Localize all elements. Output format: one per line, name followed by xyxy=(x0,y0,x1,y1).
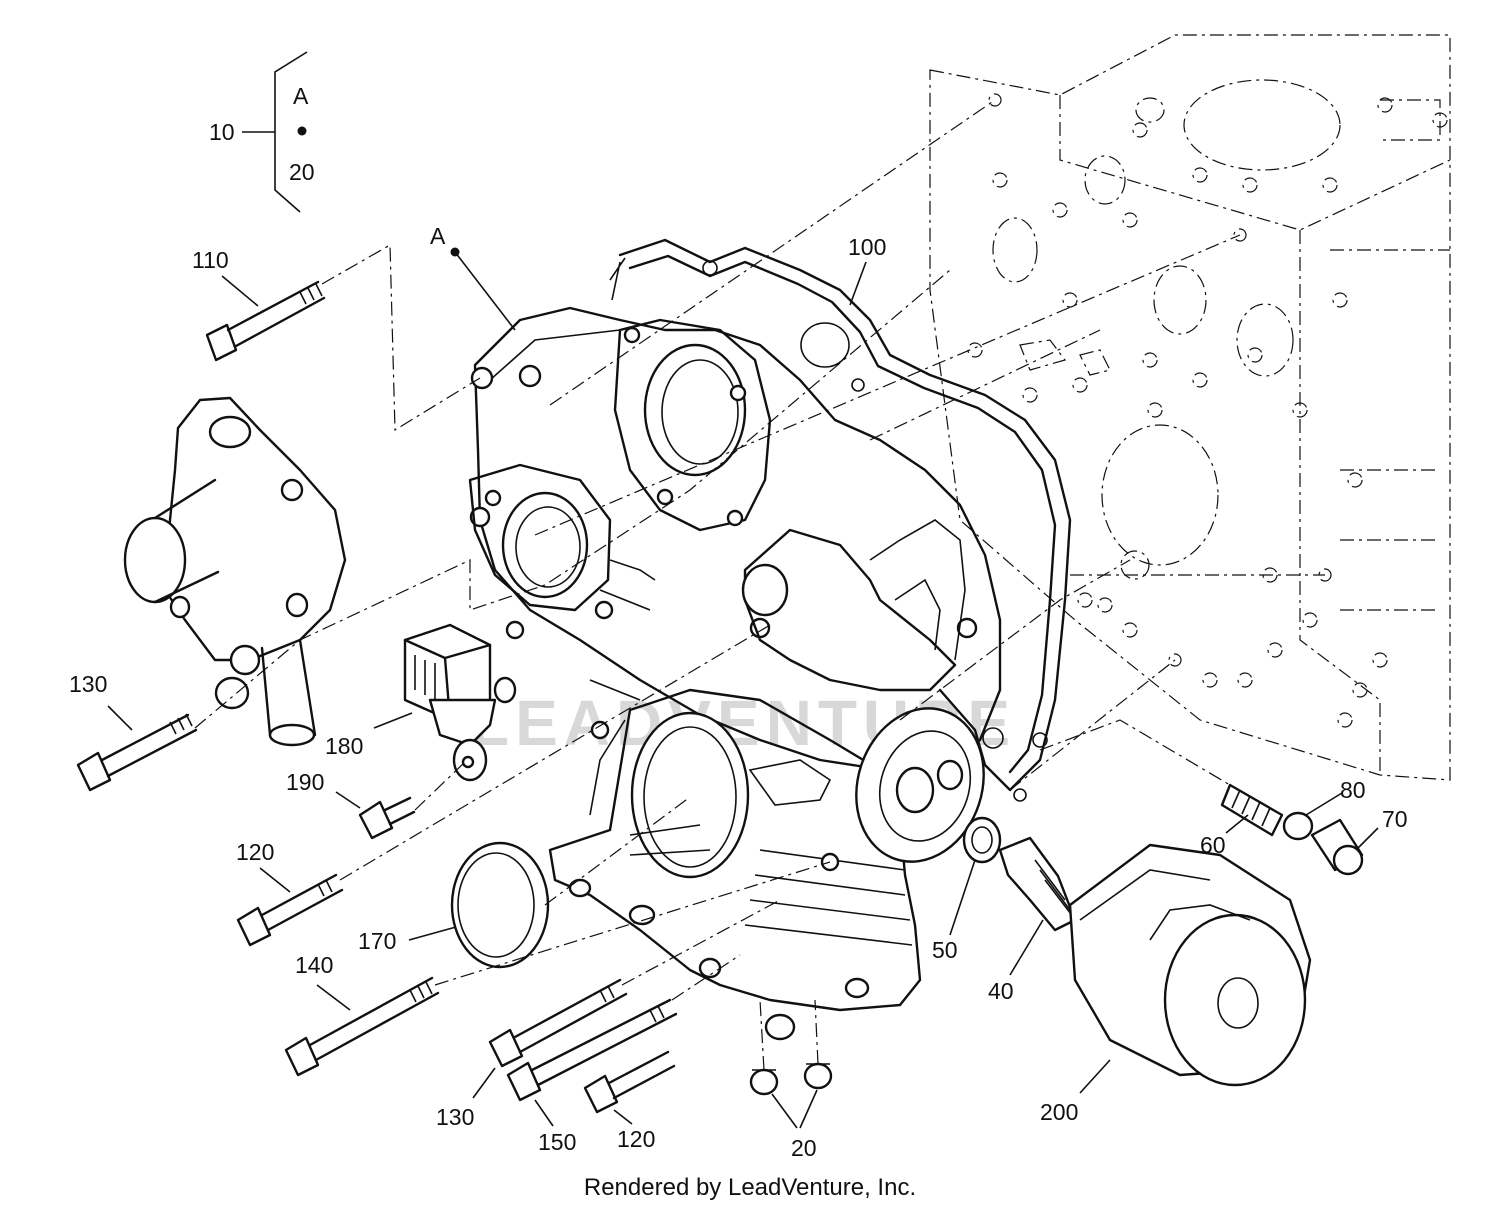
callout-60: 60 xyxy=(1200,832,1226,858)
legend-bottom-item: 20 xyxy=(289,159,315,185)
nipple-40 xyxy=(998,836,1077,932)
bolt-130-lower xyxy=(488,978,628,1068)
render-credit: Rendered by LeadVenture, Inc. xyxy=(583,1174,917,1201)
callout-140: 140 xyxy=(295,952,333,978)
callout-170: 170 xyxy=(358,928,396,954)
water-pump xyxy=(123,396,347,747)
callout-100: 100 xyxy=(848,234,886,260)
callout-130-left: 130 xyxy=(69,671,107,697)
callout-labels: 110 A 100 130 180 190 120 170 140 130 15… xyxy=(69,223,1408,1161)
engine-block xyxy=(929,34,1451,781)
callout-70: 70 xyxy=(1382,806,1408,832)
gasket-100 xyxy=(609,238,1072,802)
bolt-150 xyxy=(506,998,678,1102)
assembly-lines xyxy=(194,99,1325,1071)
oil-filter-200 xyxy=(1068,843,1312,1087)
callout-180: 180 xyxy=(325,733,363,759)
callout-40: 40 xyxy=(988,978,1014,1004)
bolt-110 xyxy=(205,280,326,362)
block-bolt-holes xyxy=(967,93,1448,728)
plug-20-pair xyxy=(749,1062,833,1096)
ball-80 xyxy=(1282,811,1314,841)
lower-housing xyxy=(548,688,922,1041)
bolt-130-left xyxy=(76,713,198,792)
callout-150: 150 xyxy=(538,1129,576,1155)
legend-assembly-number: 10 xyxy=(209,119,235,145)
callout-130-lower: 130 xyxy=(436,1104,474,1130)
bolt-190 xyxy=(358,796,416,840)
callout-110: 110 xyxy=(192,247,229,273)
callout-20: 20 xyxy=(791,1135,817,1161)
o-ring-50 xyxy=(962,816,1002,864)
callout-120-lower: 120 xyxy=(617,1126,655,1152)
bolt-120-left xyxy=(236,873,344,947)
oil-seal-170 xyxy=(450,841,550,969)
oil-filter-base xyxy=(855,707,985,863)
legend-top-item: A xyxy=(293,83,309,109)
callout-leaders xyxy=(107,247,1379,1129)
callout-190: 190 xyxy=(286,769,324,795)
bolt-120-lower xyxy=(583,1050,676,1114)
sensor-180 xyxy=(403,623,517,782)
legend-dot-icon xyxy=(297,126,307,136)
callout-80: 80 xyxy=(1340,777,1366,803)
callout-200: 200 xyxy=(1040,1099,1078,1125)
bolt-140 xyxy=(284,976,440,1077)
callout-50: 50 xyxy=(932,937,958,963)
spring-60 xyxy=(1220,783,1284,837)
callout-120-left: 120 xyxy=(236,839,274,865)
legend-bracket: 10 A 20 xyxy=(209,51,315,213)
callout-a: A xyxy=(430,223,446,249)
plug-70 xyxy=(1310,818,1364,876)
